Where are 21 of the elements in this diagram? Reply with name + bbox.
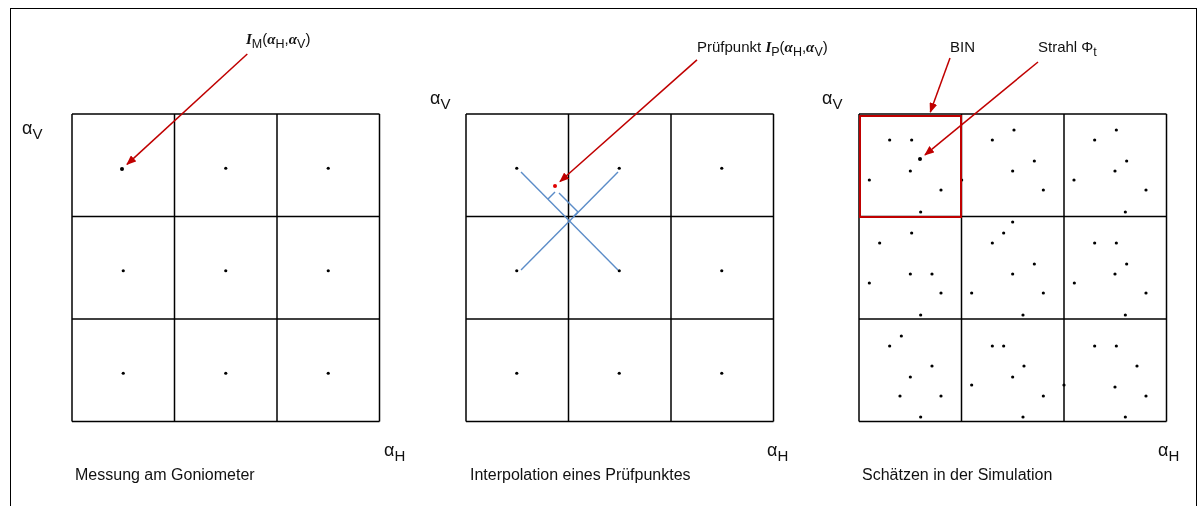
leader-arrow — [924, 61, 1039, 156]
axis-label: α$_{V}$ — [22, 118, 43, 142]
bin-cell — [859, 115, 962, 218]
leader-arrow — [929, 57, 951, 113]
axis-label: α$_{V}$ — [822, 88, 843, 112]
data-point — [918, 157, 922, 161]
callout-label: Strahl Φ$_{t}$ — [1038, 38, 1097, 59]
axis-label: α$_{H}$ — [384, 440, 406, 464]
panel-caption: Schätzen in der Simulation — [862, 466, 1053, 484]
callout-label: BIN — [950, 38, 975, 55]
axis-label: α$_{H}$ — [1158, 440, 1180, 464]
leader-arrow — [126, 53, 249, 166]
callout-label: Prüfpunkt I$_{P}$(α$_{H}$,α$_{V}$) — [697, 38, 828, 59]
axis-label: α$_{H}$ — [767, 440, 789, 464]
data-point — [120, 167, 124, 171]
callout-label: I$_{M}$(α$_{H}$,α$_{V}$) — [246, 30, 311, 51]
leader-arrow — [559, 59, 698, 183]
axis-label: α$_{V}$ — [430, 88, 451, 112]
panel-caption: Interpolation eines Prüfpunktes — [470, 466, 691, 484]
test-point — [553, 184, 557, 188]
panel-caption: Messung am Goniometer — [75, 466, 255, 484]
